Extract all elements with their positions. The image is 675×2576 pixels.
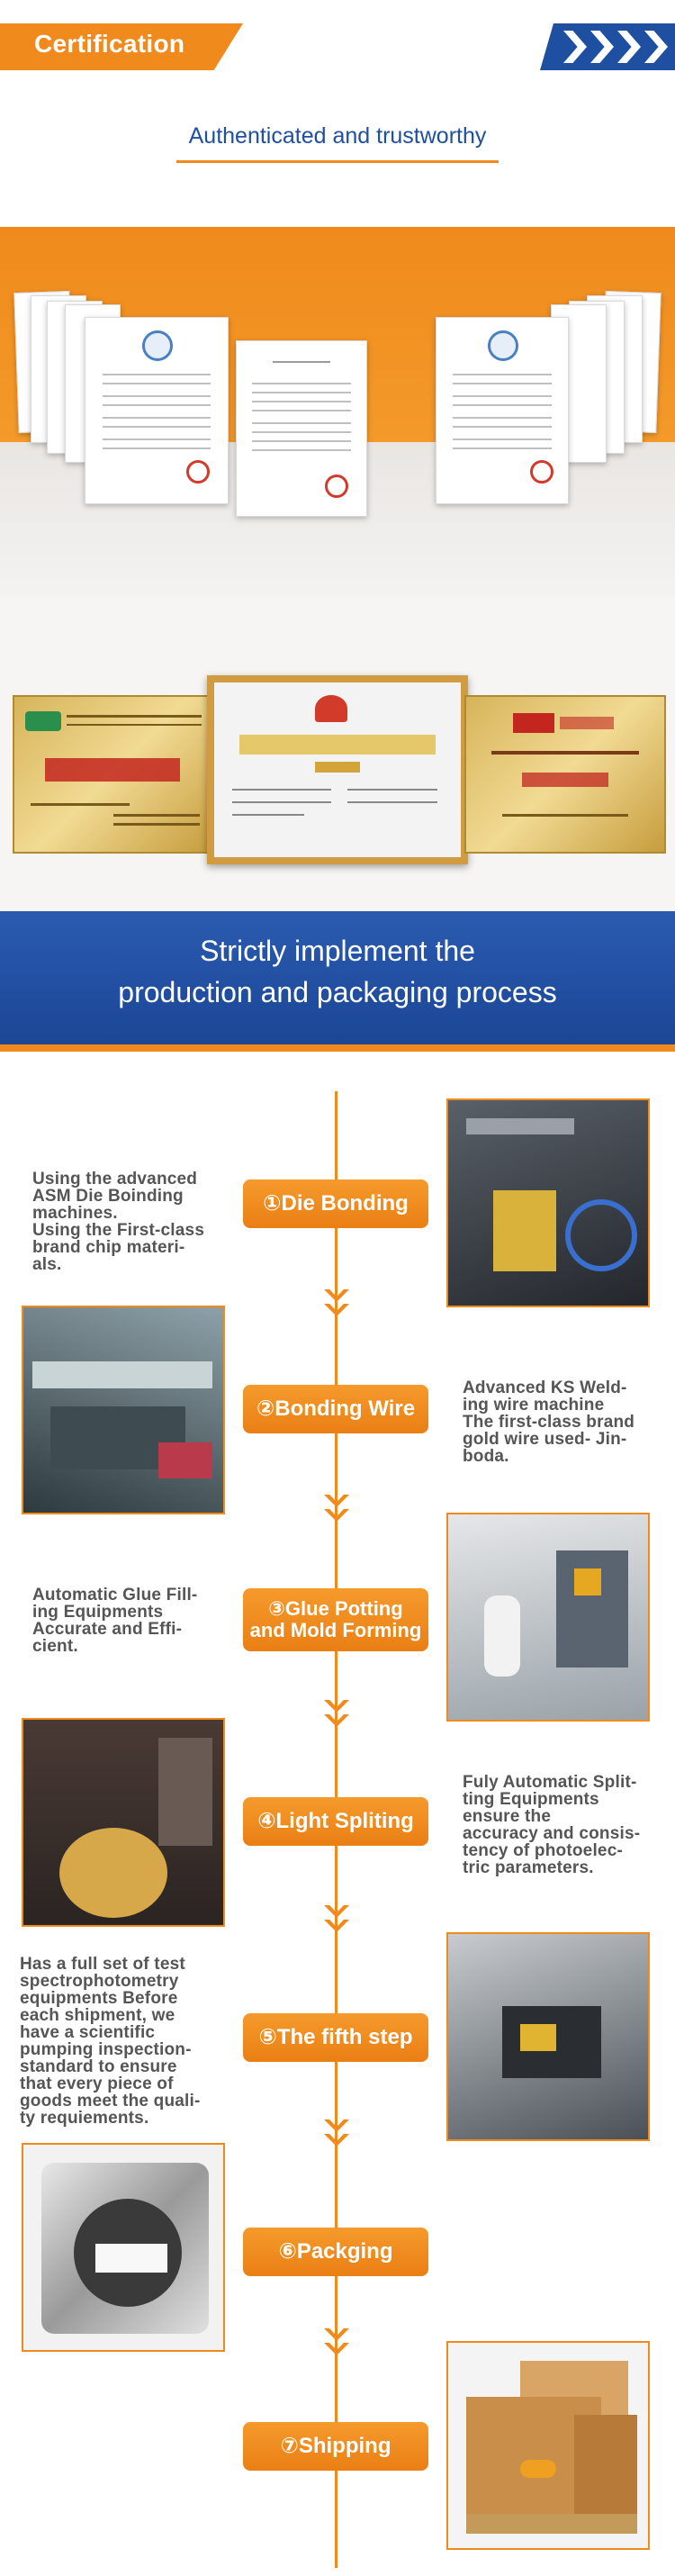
emblem-icon [315, 695, 347, 722]
certificate-emblem [142, 330, 173, 361]
section-subtitle: Authenticated and trustworthy [188, 123, 487, 149]
step-6-label: ⑥Packging [243, 2228, 428, 2276]
quality-certificate-left [85, 317, 229, 504]
banner-heading-line-1: Strictly implement the [200, 935, 475, 967]
glue-potting-photo [446, 1513, 650, 1722]
section-title: Certification [34, 30, 185, 58]
certificate-display [0, 227, 675, 598]
inspection-photo [446, 1932, 650, 2141]
header-orange-tab [0, 23, 243, 70]
patent-certificate [236, 340, 367, 517]
high-tech-enterprise-certificate [207, 675, 468, 864]
step-4-label: ④Light Spliting [243, 1797, 428, 1846]
association-logo [25, 711, 61, 731]
banner-heading-line-2: production and packaging process [118, 976, 557, 1008]
bonding-wire-photo [22, 1306, 225, 1514]
packaging-photo [22, 2143, 225, 2352]
subtitle-underline [176, 160, 499, 163]
award-plaque-left [13, 695, 212, 854]
certificate-emblem [488, 330, 518, 361]
red-seal [530, 460, 554, 484]
red-seal [325, 475, 348, 498]
step-4-description: Fuly Automatic Split-ting Equipments ens… [463, 1773, 641, 1877]
section-header: Certification [0, 0, 675, 77]
die-bonding-photo [446, 1098, 650, 1307]
step-5-label: ⑤The fifth step [243, 2013, 428, 2062]
step-1-label: ①Die Bonding [243, 1180, 428, 1228]
step-2-description: Advanced KS Weld-ing wire machine The fi… [463, 1378, 635, 1466]
award-plaques [0, 598, 675, 911]
step-7-label: ⑦Shipping [243, 2422, 428, 2471]
step-2-label: ②Bonding Wire [243, 1385, 428, 1433]
light-spliting-photo [22, 1718, 225, 1927]
shipping-photo [446, 2341, 650, 2550]
quality-certificate-right [436, 317, 569, 504]
step-3-description: Automatic Glue Fill-ing Equipments Accur… [32, 1586, 198, 1656]
process-banner: Strictly implement the production and pa… [0, 911, 675, 1044]
banner-stripe [0, 1044, 675, 1052]
red-seal [186, 460, 210, 484]
brand-logo [513, 713, 554, 733]
award-plaque-right [464, 695, 666, 854]
